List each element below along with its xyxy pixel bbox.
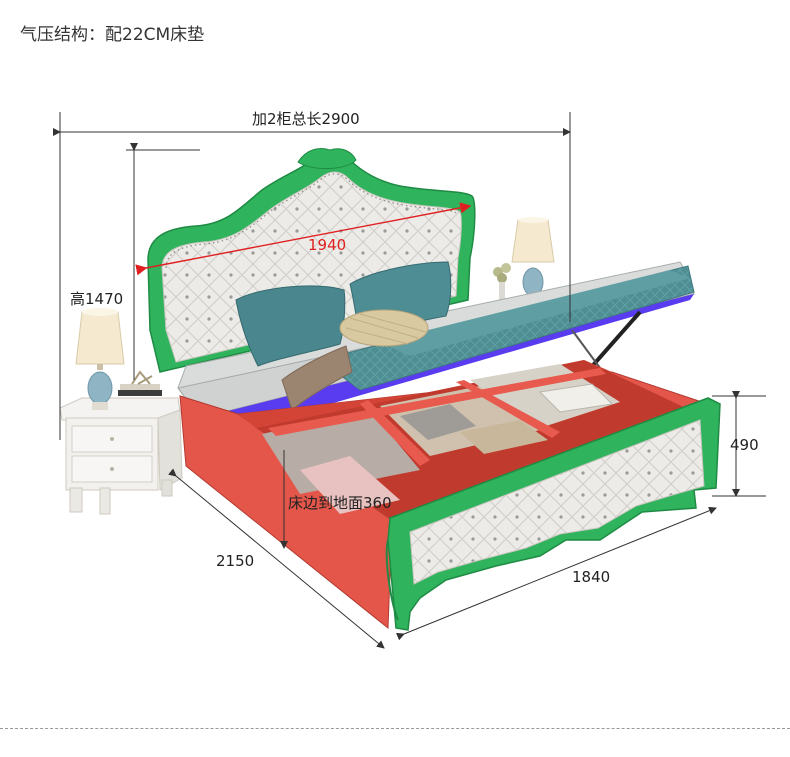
left-nightstand [59, 397, 183, 515]
headboard-width-label: 1940 [308, 236, 347, 254]
total-length-label: 加2柜总长2900 [252, 110, 360, 128]
length-label: 2150 [216, 552, 255, 570]
right-lamp [511, 217, 555, 300]
left-lamp [75, 308, 125, 410]
bed-edge-height-label: 床边到地面360 [288, 494, 392, 512]
headboard-width-line [135, 202, 472, 276]
page-title: 气压结构：配22CM床垫 [20, 25, 205, 45]
flower-decor [493, 263, 511, 300]
bottom-divider [0, 728, 790, 729]
books-decor [118, 370, 162, 396]
side-height-label: 490 [730, 436, 759, 454]
width-label: 1840 [572, 568, 611, 586]
pillows [235, 261, 452, 367]
throw-blanket [281, 345, 353, 411]
dimension-lines [53, 112, 766, 649]
height-label: 高1470 [70, 290, 124, 308]
